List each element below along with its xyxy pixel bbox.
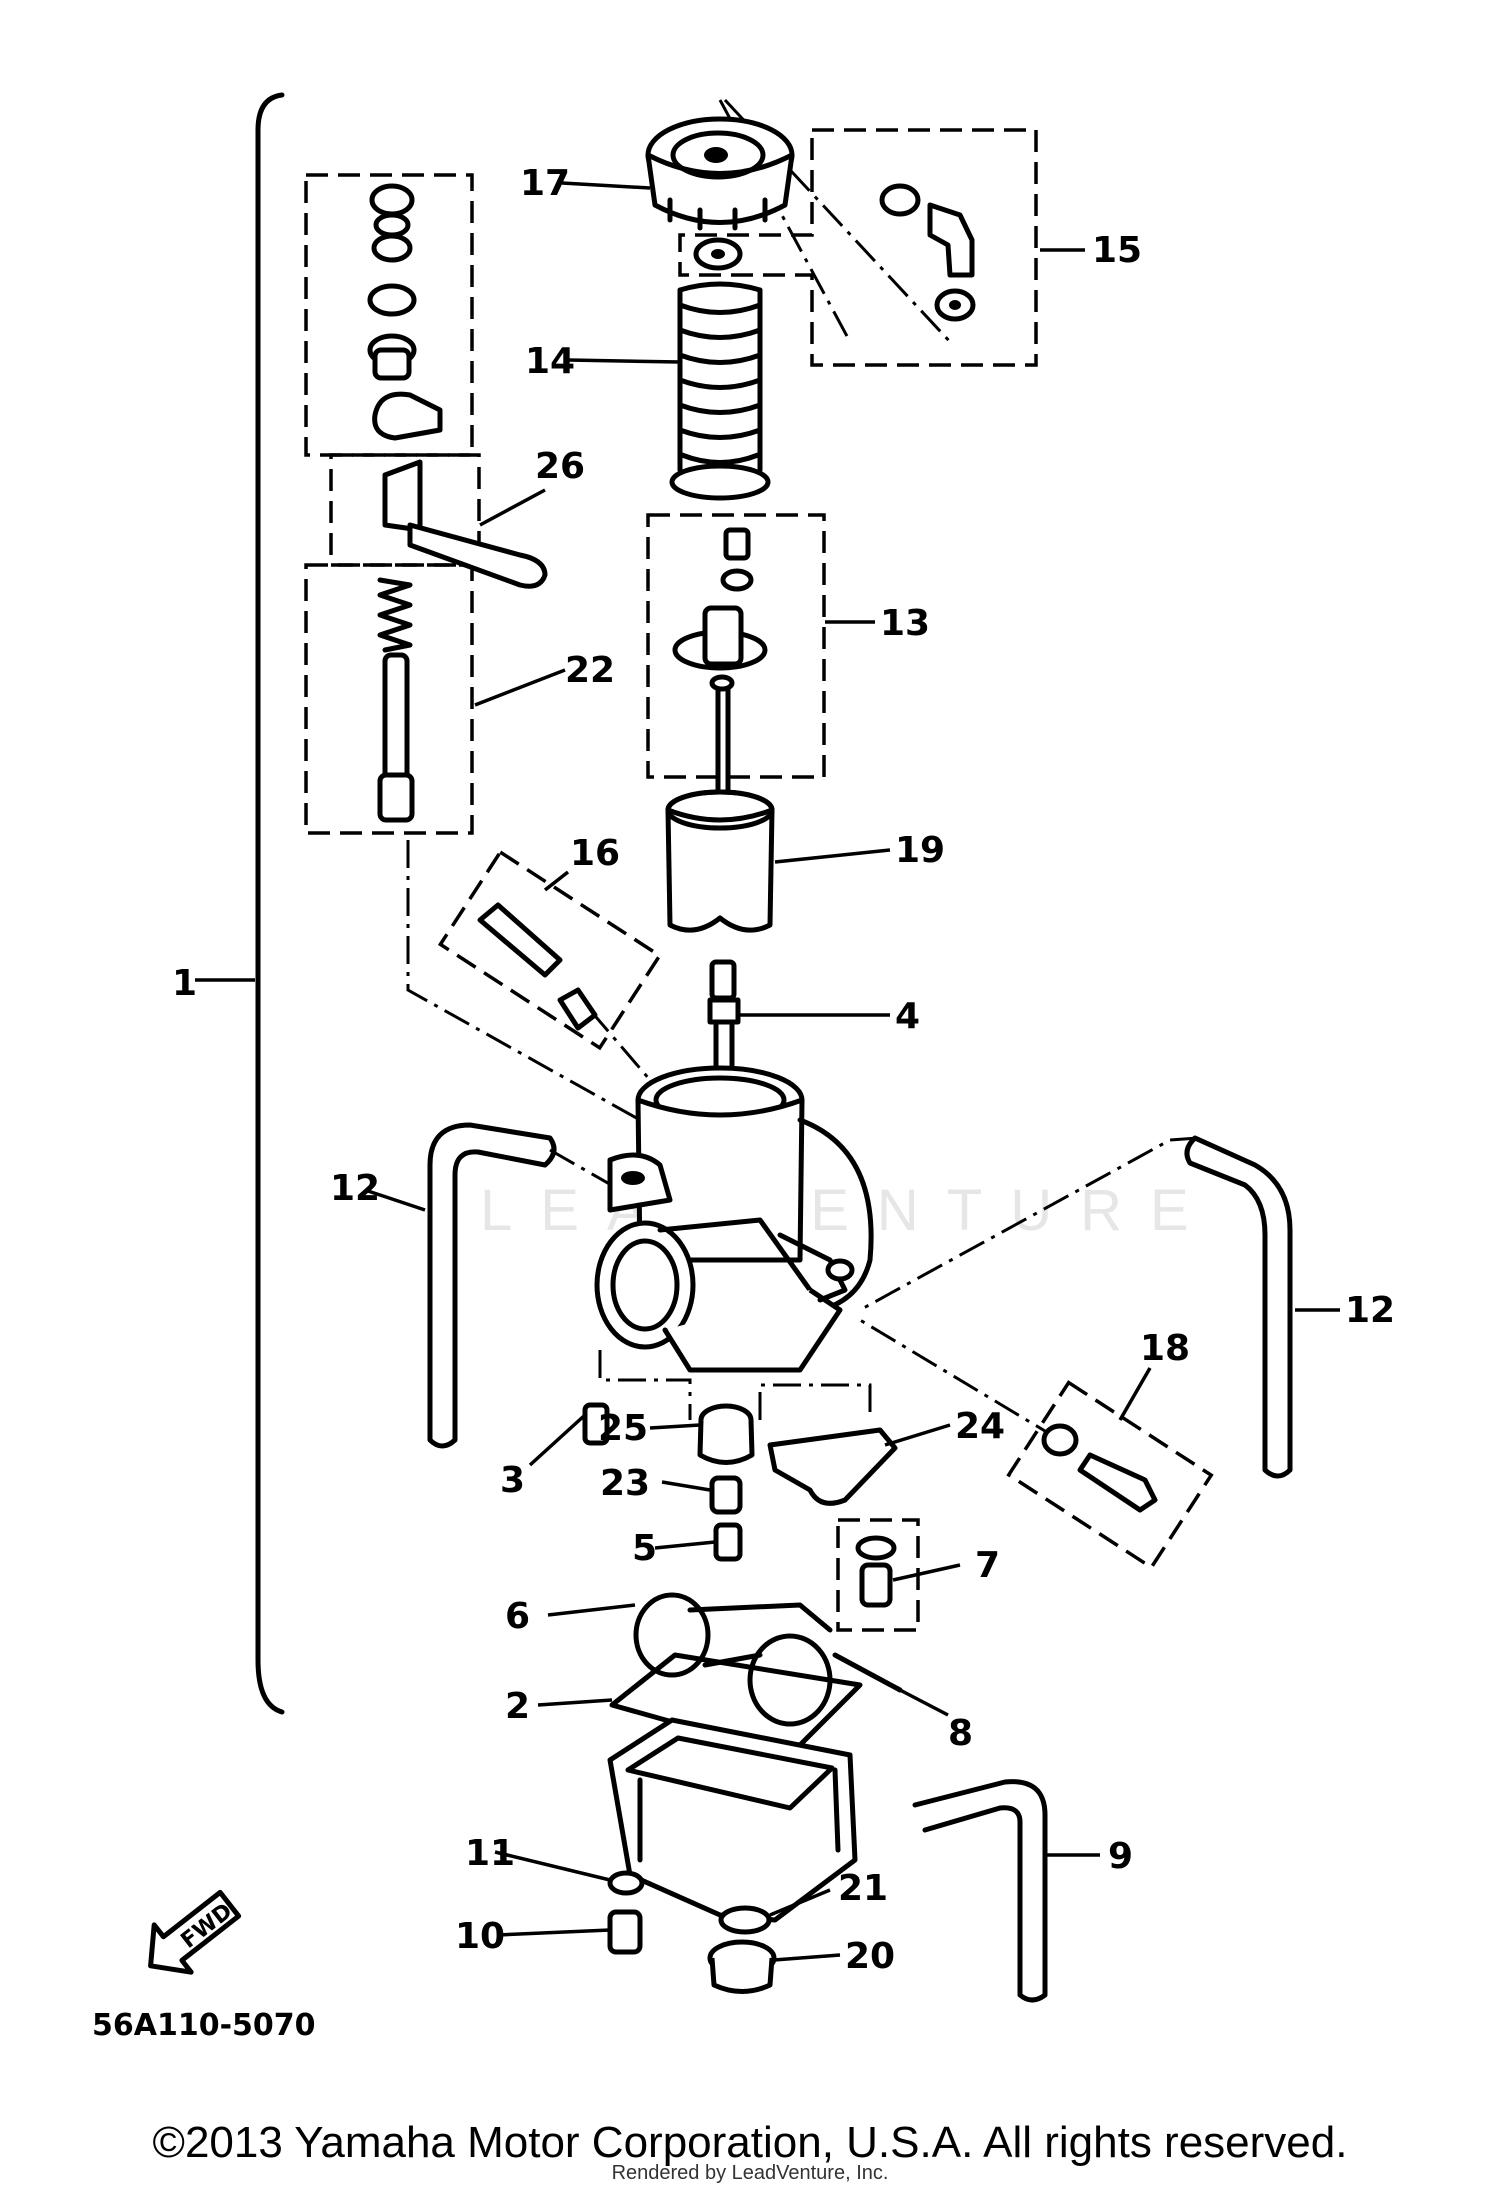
callout-7: 7 [975, 1545, 1000, 1586]
drain-screw-washer [607, 1870, 645, 1896]
jet-holder [697, 1403, 755, 1465]
callout-19: 19 [895, 830, 945, 871]
callout-8: 8 [948, 1713, 973, 1754]
float-chamber [607, 1717, 858, 1923]
starter-plunger [377, 577, 415, 823]
jet-needle-set [672, 527, 768, 798]
rendered-by-text: Rendered by LeadVenture, Inc. [611, 2162, 889, 2184]
float-pin [832, 1652, 903, 1693]
group-box-18 [1006, 1380, 1214, 1570]
copyright-notice: ©2013 Yamaha Motor Corporation, U.S.A. A… [152, 2118, 1348, 2167]
callout-12-left: 12 [330, 1168, 380, 1209]
callout-4: 4 [895, 996, 920, 1037]
callout-3: 3 [500, 1460, 525, 1501]
callout-5: 5 [632, 1528, 657, 1569]
drain-plug [707, 1939, 777, 1994]
callout-16: 16 [570, 833, 620, 874]
cable-adjuster [879, 183, 976, 322]
body-screw [582, 1402, 610, 1446]
throttle-valve [665, 789, 775, 933]
callout-20: 20 [845, 1936, 895, 1977]
drain-screw [607, 1909, 643, 1955]
watermark-text: LEADVENTURE [480, 1178, 1217, 1243]
throttle-spring [669, 281, 771, 501]
chain-line-22 [406, 840, 641, 1122]
starter-lever [382, 459, 548, 589]
callout-9: 9 [1108, 1836, 1133, 1877]
chain-line-12-right [859, 1136, 1199, 1312]
needle-valve-set [855, 1535, 897, 1608]
main-jet-washer [709, 1475, 743, 1515]
group-box-pilot-screw-set [304, 173, 474, 457]
vent-hose-left [427, 1122, 557, 1449]
pilot-screw-set [367, 183, 443, 441]
callout-12-right: 12 [1345, 1290, 1395, 1331]
callout-25: 25 [598, 1408, 648, 1449]
gasket-plate [767, 1427, 898, 1506]
chain-line-18 [859, 1318, 1061, 1442]
chain-line-bottom [598, 1350, 872, 1420]
group-box-22 [304, 563, 474, 835]
callout-10: 10 [455, 1916, 505, 1957]
callout-26: 26 [535, 446, 585, 487]
assembly-bracket [255, 92, 285, 1715]
float [633, 1592, 833, 1727]
callout-15: 15 [1092, 230, 1142, 271]
carburetor-body [594, 1065, 874, 1373]
callout-6: 6 [505, 1596, 530, 1637]
drain-plug-oring [718, 1905, 772, 1935]
vent-hose-right [1184, 1135, 1293, 1479]
callout-2: 2 [505, 1686, 530, 1727]
throttle-stop-screw [477, 902, 598, 1031]
leader-lines [195, 181, 1340, 1962]
callout-1: 1 [172, 963, 197, 1004]
drawing-code: 56A110-5070 [92, 2008, 316, 2043]
group-box-16 [437, 849, 663, 1051]
chain-line-16 [588, 1009, 652, 1081]
callout-21: 21 [838, 1868, 888, 1909]
group-box-15 [678, 128, 1038, 367]
callout-13: 13 [880, 603, 930, 644]
group-box-13 [646, 513, 826, 779]
air-screw-set [1041, 1423, 1158, 1513]
callout-17: 17 [520, 163, 570, 204]
callout-23: 23 [600, 1463, 650, 1504]
callout-14: 14 [525, 341, 575, 382]
main-jet [713, 1522, 743, 1562]
cap-washer [693, 237, 743, 271]
callout-24: 24 [955, 1406, 1005, 1447]
callout-labels: 1 2 3 4 5 6 7 8 9 10 11 12 12 13 14 15 1… [172, 163, 1395, 1977]
drain-hose [912, 1779, 1048, 2003]
callout-11: 11 [465, 1833, 515, 1874]
fwd-arrow-icon: FWD [148, 1889, 242, 1975]
callout-18: 18 [1140, 1328, 1190, 1369]
carb-top-cap [645, 116, 795, 231]
callout-22: 22 [565, 650, 615, 691]
